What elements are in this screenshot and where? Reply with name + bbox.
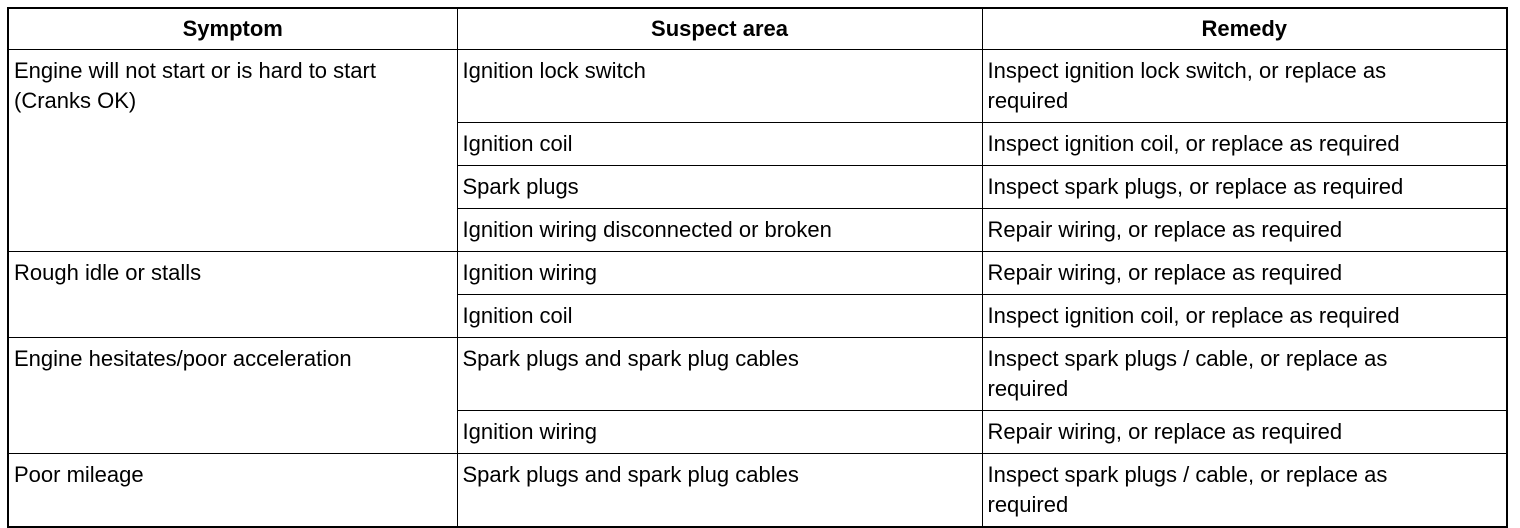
symptom-text: Engine will not start or is hard to star… [14, 58, 376, 83]
suspect-area-cell: Ignition lock switch [456, 49, 983, 123]
remedy-cell: Repair wiring, or replace as required [981, 208, 1508, 252]
remedy-text: required [987, 492, 1069, 517]
symptom-cell: Engine hesitates/poor acceleration [7, 337, 458, 454]
table-row: Ignition wiring Repair wiring, or replac… [8, 410, 1508, 454]
remedy-cell: Inspect spark plugs, or replace as requi… [981, 165, 1508, 209]
table-row: Ignition coil Inspect ignition coil, or … [8, 122, 1508, 166]
suspect-area-cell: Spark plugs and spark plug cables [456, 337, 983, 411]
suspect-area-cell: Ignition wiring [456, 410, 983, 454]
remedy-cell: Repair wiring, or replace as required [981, 251, 1508, 295]
symptom-text: Engine hesitates/poor acceleration [14, 346, 352, 371]
header-remedy: Remedy [981, 7, 1508, 50]
remedy-cell: Repair wiring, or replace as required [981, 410, 1508, 454]
remedy-text: Inspect spark plugs / cable, or replace … [987, 462, 1388, 487]
suspect-area-cell: Ignition wiring disconnected or broken [456, 208, 983, 252]
table-row: Poor mileage Spark plugs and spark plug … [7, 453, 1508, 528]
remedy-text: required [987, 376, 1069, 401]
symptom-cell: Poor mileage [7, 453, 458, 528]
remedy-cell: Inspect ignition coil, or replace as req… [981, 122, 1508, 166]
suspect-area-cell: Spark plugs and spark plug cables [456, 453, 983, 528]
suspect-area-cell: Ignition coil [456, 122, 983, 166]
table-header-row: Symptom Suspect area Remedy [7, 7, 1508, 50]
remedy-text: Inspect ignition lock switch, or replace… [987, 58, 1387, 83]
troubleshooting-table: Symptom Suspect area Remedy Engine will … [7, 7, 1508, 528]
symptom-text: (Cranks OK) [14, 88, 137, 113]
remedy-cell: Inspect ignition coil, or replace as req… [981, 294, 1508, 338]
suspect-area-cell: Ignition coil [456, 294, 983, 338]
remedy-text: required [987, 88, 1069, 113]
table-row: Engine hesitates/poor acceleration Spark… [7, 337, 1508, 454]
symptom-text: Rough idle or stalls [14, 260, 202, 285]
header-suspect-area: Suspect area [456, 7, 983, 50]
symptom-text: Poor mileage [14, 462, 144, 487]
suspect-area-cell: Ignition wiring [456, 251, 983, 295]
suspect-area-cell: Spark plugs [456, 165, 983, 209]
header-symptom: Symptom [7, 7, 458, 50]
remedy-cell: Inspect ignition lock switch, or replace… [981, 49, 1508, 123]
troubleshooting-table-wrapper: Symptom Suspect area Remedy Engine will … [7, 7, 1508, 528]
table-row: Engine will not start or is hard to star… [7, 49, 1508, 252]
remedy-cell: Inspect spark plugs / cable, or replace … [981, 337, 1508, 411]
symptom-cell: Engine will not start or is hard to star… [7, 49, 458, 252]
remedy-cell: Inspect spark plugs / cable, or replace … [981, 453, 1508, 528]
remedy-text: Inspect spark plugs / cable, or replace … [987, 346, 1388, 371]
table-row: Rough idle or stalls Ignition wiring Rep… [7, 251, 1508, 338]
symptom-cell: Rough idle or stalls [7, 251, 458, 338]
